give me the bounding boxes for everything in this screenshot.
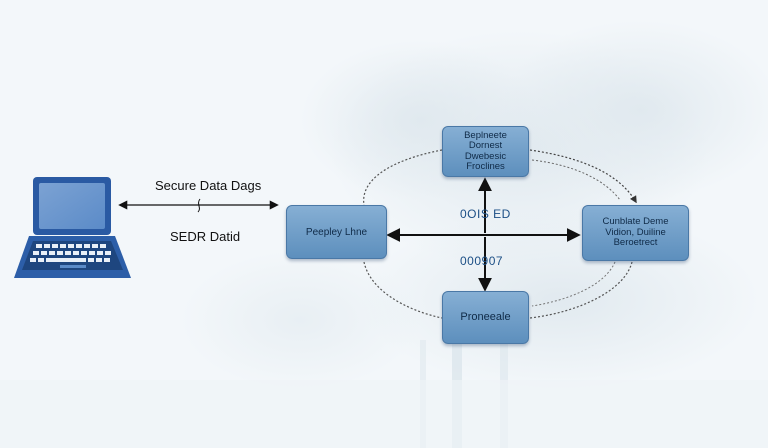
loop-top-right-inner bbox=[531, 159, 621, 201]
link-label-bottom: SEDR Datid bbox=[170, 229, 241, 244]
link-label-top: Secure Data Dags bbox=[155, 178, 262, 193]
loop-bottom-right-inner bbox=[531, 261, 616, 307]
node-left-label: Peepley Lhne bbox=[305, 226, 368, 238]
center-code-lower: 000907 bbox=[460, 254, 504, 268]
node-right-line-1: Cunblate Deme bbox=[602, 216, 669, 228]
laptop-icon bbox=[14, 177, 131, 278]
node-left[interactable]: Peepley Lhne bbox=[286, 205, 387, 259]
node-top-line-2: Dornest bbox=[468, 140, 503, 152]
node-top-line-4: Froclines bbox=[466, 160, 505, 172]
node-right-line-3: Beroetrect bbox=[613, 237, 658, 249]
node-top[interactable]: Beplneete Dornest Dwebesic Froclines bbox=[442, 126, 529, 177]
center-code-upper: 0OIS ED bbox=[460, 207, 511, 221]
node-top-line-3: Dwebesic bbox=[464, 150, 507, 162]
node-right[interactable]: Cunblate Deme Vidion, Duiline Beroetrect bbox=[582, 205, 689, 261]
loop-top-left bbox=[363, 149, 443, 206]
node-bottom-label: Proneeale bbox=[460, 311, 511, 324]
node-bottom[interactable]: Proneeale bbox=[442, 291, 529, 344]
loop-bottom-left bbox=[363, 261, 443, 319]
loop-top-right bbox=[529, 149, 637, 204]
link-squiggle bbox=[197, 198, 201, 213]
node-top-line-1: Beplneete bbox=[464, 129, 507, 141]
loop-bottom-right bbox=[529, 261, 633, 319]
node-right-line-2: Vidion, Duiline bbox=[605, 226, 666, 238]
